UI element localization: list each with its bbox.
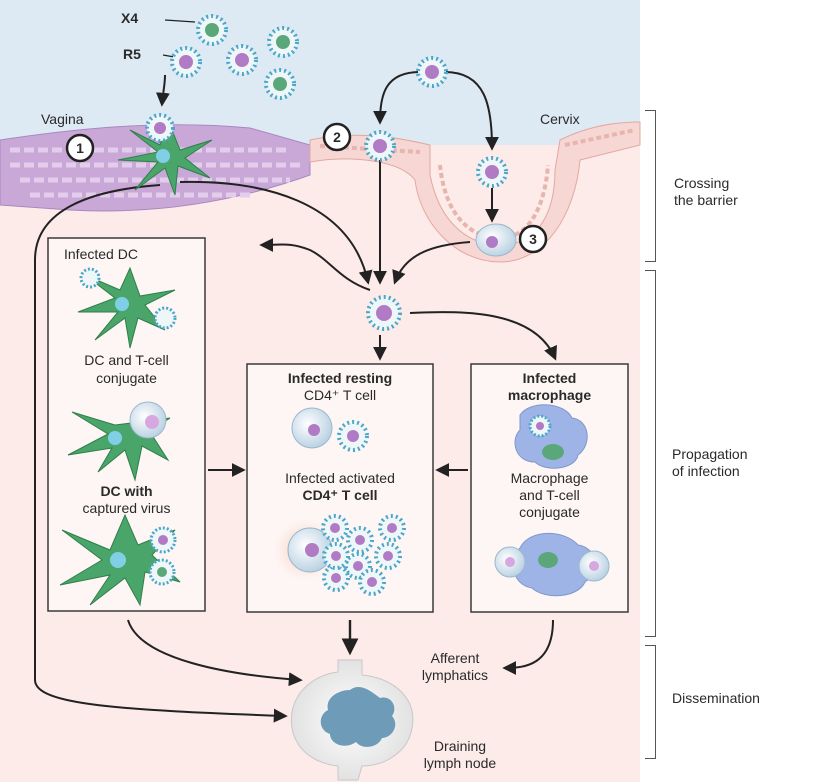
infected-dc-illustration — [77, 266, 177, 349]
crossing-label-line-1: Crossing — [674, 175, 730, 191]
virion-cervix — [476, 156, 508, 188]
budding-virion — [321, 514, 349, 542]
lymph-node-line-1: Draining — [433, 738, 487, 754]
crossing-label-line-2: the barrier — [674, 192, 738, 208]
infected-dc-title: Infected DC — [64, 246, 138, 262]
propagation-label-line-2: of infection — [672, 463, 740, 479]
macrophage-title-line-2: macrophage — [507, 387, 592, 403]
lumen-region — [0, 0, 640, 145]
virion-r5-3 — [416, 56, 448, 88]
propagation-label-line-1: Propagation — [672, 446, 748, 462]
step-2-number: 2 — [333, 129, 341, 145]
dissemination-label: Dissemination — [672, 690, 760, 706]
macrophage-conjugate-line-2: and T-cell — [519, 487, 580, 503]
dc-conjugate-line-1: DC and T-cell — [84, 352, 169, 368]
budding-virion — [358, 568, 386, 596]
afferent-line-1: Afferent — [430, 650, 480, 666]
lymph-node-line-2: lymph node — [423, 755, 497, 771]
dc-conjugate-line-2: conjugate — [96, 370, 157, 386]
budding-virion — [322, 564, 350, 592]
activated-tcell-illustration — [273, 514, 406, 596]
resting-tcell-subtitle: CD4⁺ T cell — [303, 387, 377, 403]
virion-central — [366, 295, 402, 331]
step-3-number: 3 — [529, 231, 537, 247]
budding-virion — [374, 542, 402, 570]
crossing-bracket — [645, 110, 656, 262]
resting-tcell-title: Infected resting — [287, 370, 393, 386]
infected-macrophage-illustration — [514, 404, 588, 469]
step-1-marker — [65, 133, 95, 163]
x4-label: X4 — [121, 10, 139, 26]
activated-tcell-subtitle: CD4⁺ T cell — [302, 487, 378, 503]
dissemination-bracket — [645, 645, 656, 759]
step-3-marker — [518, 224, 548, 254]
virion-r5-2 — [226, 44, 258, 76]
macrophage-conjugate-line-3: conjugate — [519, 504, 580, 520]
dendritic-cell-epithelium — [117, 113, 213, 196]
resting-tcell-illustration — [291, 407, 369, 452]
budding-virion — [378, 514, 406, 542]
step-1-number: 1 — [76, 140, 84, 156]
budding-virion — [346, 526, 374, 554]
macrophage-tcell-conjugate-illustration — [494, 532, 610, 597]
virion-epithelium-2 — [364, 130, 396, 162]
cervix-label: Cervix — [540, 111, 580, 127]
dc-captured-line-2: captured virus — [82, 500, 171, 516]
r5-label: R5 — [123, 46, 141, 62]
step-2-marker — [322, 122, 352, 152]
macrophage-conjugate-line-1: Macrophage — [510, 470, 589, 486]
virion-x4-3 — [264, 68, 296, 100]
virion-x4-1 — [196, 14, 228, 46]
draining-lymph-node — [290, 659, 414, 781]
dc-tcell-conjugate-illustration — [67, 401, 171, 482]
cervix-target-cell — [475, 223, 517, 257]
vagina-label: Vagina — [41, 111, 84, 127]
flow-arrows — [34, 19, 557, 723]
dc-captured-line-1: DC with — [100, 483, 153, 499]
budding-virion — [322, 542, 350, 570]
virion-r5-1 — [170, 46, 202, 78]
virion-x4-2 — [267, 26, 299, 58]
afferent-line-2: lymphatics — [421, 667, 489, 683]
macrophage-title-line-1: Infected — [522, 370, 577, 386]
activated-tcell-title: Infected activated — [285, 470, 395, 486]
propagation-bracket — [645, 270, 656, 637]
dc-captured-virus-illustration — [59, 513, 181, 607]
budding-virion — [344, 552, 372, 580]
